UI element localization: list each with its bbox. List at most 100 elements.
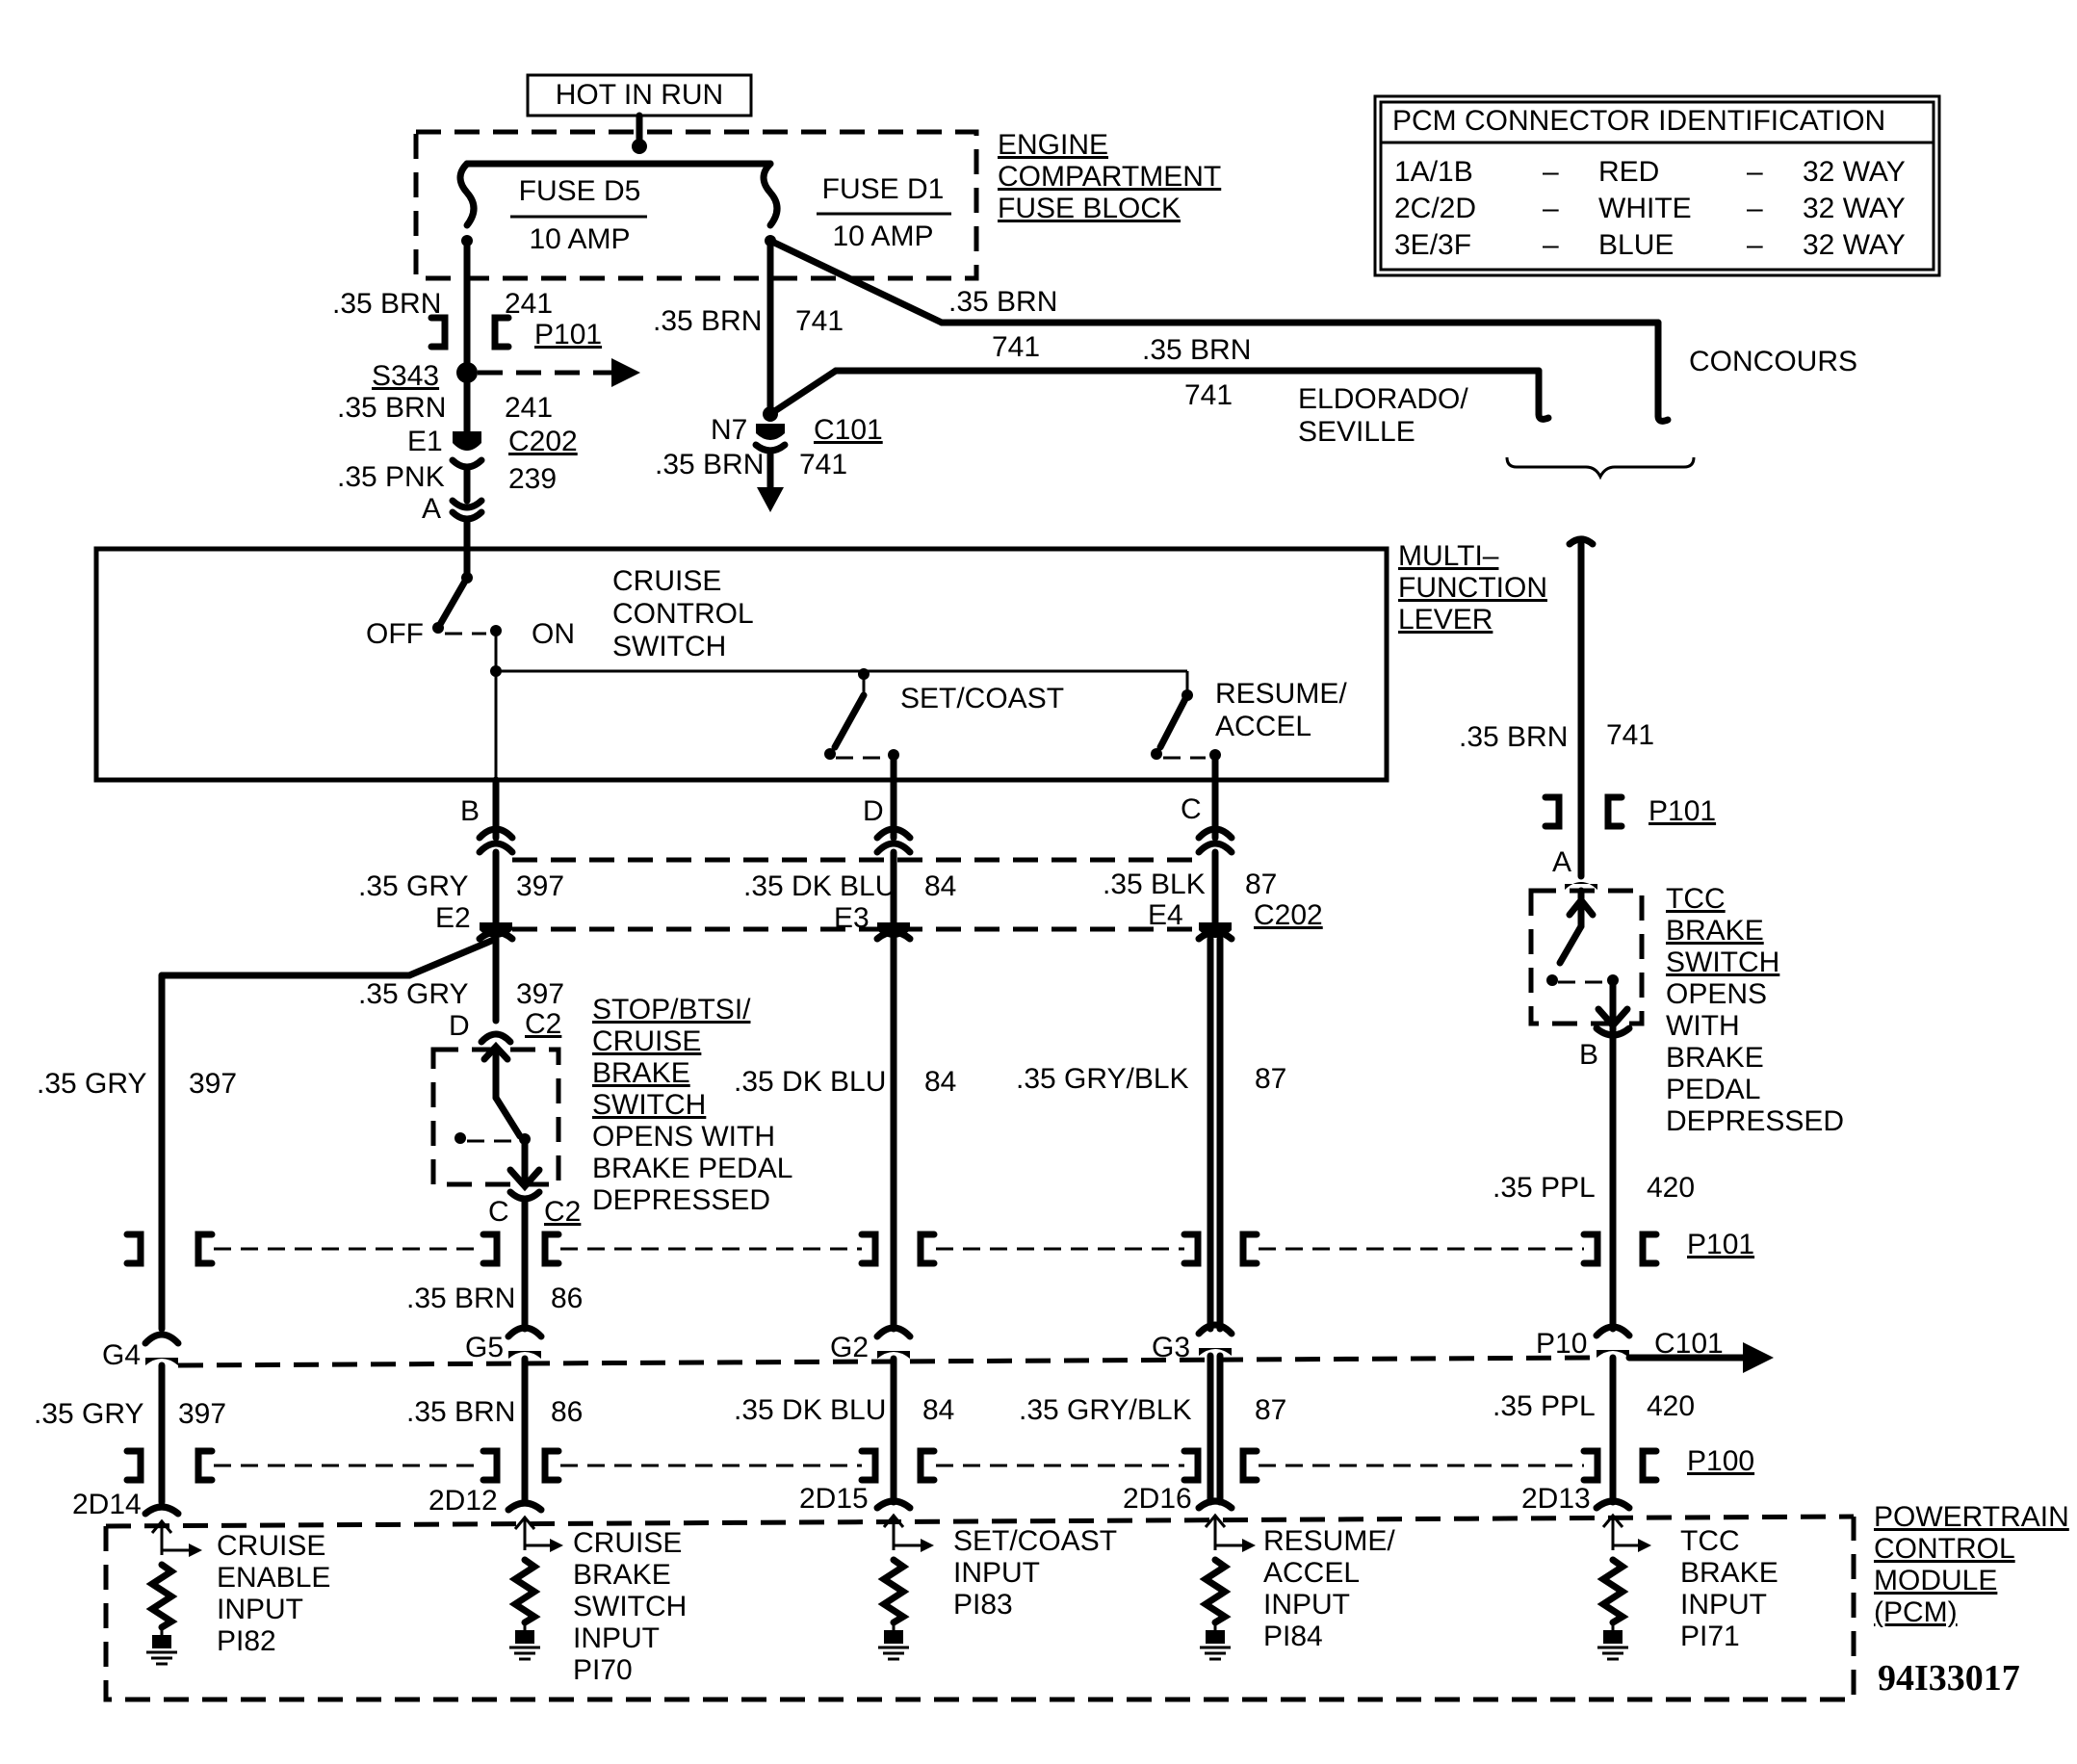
fuse-d5-rating: 10 AMP [529, 223, 630, 255]
pcm-table-title: PCM CONNECTOR IDENTIFICATION [1392, 105, 1885, 137]
pin-e2: E2 [435, 902, 471, 934]
wire-397-circuit-a: 397 [516, 870, 564, 902]
switch-on-label: ON [532, 618, 575, 650]
pcm-title-4: (PCM) [1874, 1596, 1958, 1628]
tcc-note-5: DEPRESSED [1666, 1105, 1844, 1137]
wire-87-circuit-c: 87 [1255, 1394, 1286, 1426]
pcm-input-set-coast: SET/COAST INPUT PI83 [873, 1497, 1117, 1661]
circuit-741: .35 BRN 741 .35 BRN 741 .35 BRN 741 CONC… [653, 237, 1857, 512]
mfl-title-1: MULTI– [1398, 540, 1499, 572]
wire-397-color-d: .35 GRY [34, 1398, 144, 1430]
pcm-input3-line3: PI83 [953, 1589, 1013, 1621]
pcm-title-3: MODULE [1874, 1565, 1997, 1596]
pin-g2: G2 [830, 1332, 869, 1363]
wire-86-circuit-a: 86 [551, 1283, 583, 1314]
stop-switch-note-2: BRAKE PEDAL [592, 1153, 792, 1184]
wire-741-circuit-c: 741 [1606, 719, 1654, 751]
p100-row: P100 [123, 1445, 1754, 1484]
wire-84-circuit-a: 84 [924, 870, 956, 902]
pcm-connector-table: PCM CONNECTOR IDENTIFICATION 1A/1B – RED… [1373, 94, 1941, 277]
set-coast-label: SET/COAST [900, 683, 1064, 714]
pcm-row3-pins: 3E/3F [1394, 229, 1471, 261]
mfl-title-3: LEVER [1398, 604, 1493, 636]
pcm-row3-size: 32 WAY [1803, 229, 1906, 261]
wire-239-circuit: 239 [508, 463, 557, 495]
pcm-title-1: POWERTRAIN [1874, 1501, 2069, 1533]
variant-bracket [1505, 456, 1696, 480]
tcc-note-3: BRAKE [1666, 1042, 1764, 1074]
stop-switch-title-2: CRUISE [592, 1025, 701, 1057]
wire-420-color-a: .35 PPL [1493, 1172, 1596, 1204]
wire-87-color-b: .35 GRY/BLK [1016, 1063, 1189, 1095]
fuse-block-title-2: COMPARTMENT [998, 161, 1221, 193]
multifunction-lever: MULTI– FUNCTION LEVER OFF ON CRUISE CONT… [93, 540, 1547, 809]
pcm-row3-dash2: – [1747, 229, 1763, 261]
pcm-row2-dash1: – [1543, 193, 1559, 224]
pcm-module: POWERTRAIN CONTROL MODULE (PCM) 2D14 2D1… [72, 1483, 2069, 1702]
fuse-d1-rating: 10 AMP [832, 220, 933, 252]
c202-label-mid: C202 [1254, 899, 1323, 931]
pcm-input3-line2: INPUT [953, 1557, 1040, 1589]
pcm-input2-line2: BRAKE [573, 1559, 671, 1591]
figure-id: 94I33017 [1878, 1658, 2020, 1699]
variant-eldorado-2: SEVILLE [1298, 416, 1415, 448]
wire-84-color-b: .35 DK BLU [734, 1066, 886, 1098]
pcm-row2-color: WHITE [1598, 193, 1692, 224]
pcm-input-tcc-brake: TCC BRAKE INPUT PI71 [1593, 1497, 1778, 1661]
switch-off-label: OFF [366, 618, 424, 650]
pin-e1: E1 [407, 426, 443, 457]
fuse-d1-symbol [760, 160, 781, 229]
pcm-input4-line4: PI84 [1263, 1621, 1323, 1652]
pcm-input1-line3: INPUT [217, 1594, 303, 1625]
wire-84-circuit-b: 84 [924, 1066, 956, 1098]
fuse-d5-symbol [456, 160, 478, 229]
pcm-input5-line1: TCC [1680, 1525, 1740, 1557]
splice-s343-label: S343 [372, 360, 439, 392]
tcc-title-2: BRAKE [1666, 915, 1764, 947]
pcm-input2-line3: SWITCH [573, 1591, 687, 1622]
wire-84-color-c: .35 DK BLU [734, 1394, 886, 1426]
pcm-row2-dash2: – [1747, 193, 1763, 224]
wire-741-circuit-concours: 741 [992, 331, 1040, 363]
fuse-d5-name: FUSE D5 [519, 175, 641, 207]
tcc-brake-switch: .35 BRN 741 P101 A B TCC BRAKE SWITCH OP… [1459, 535, 1844, 1333]
pcm-input4-line1: RESUME/ [1263, 1525, 1395, 1557]
wire-86-color-a: .35 BRN [406, 1283, 515, 1314]
pin-a-tcc: A [1552, 846, 1571, 878]
wire-241-color-mid: .35 BRN [337, 392, 446, 424]
wire-87-circuit-a: 87 [1245, 869, 1277, 900]
p101-label-row: P101 [1687, 1229, 1754, 1260]
pcm-row1-pins: 1A/1B [1394, 156, 1473, 188]
wire-87-color-a: .35 BLK [1103, 869, 1206, 900]
wire-420-circuit-a: 420 [1647, 1172, 1695, 1204]
fuse-d1-name: FUSE D1 [822, 173, 945, 205]
arrow-741-down [757, 487, 784, 512]
wire-397-circuit-d: 397 [178, 1398, 226, 1430]
fuse-block-title-3: FUSE BLOCK [998, 193, 1181, 224]
pcm-input4-line2: ACCEL [1263, 1557, 1360, 1589]
pcm-row1-size: 32 WAY [1803, 156, 1906, 188]
pcm-row3-color: BLUE [1598, 229, 1674, 261]
wire-741-circuit-a: 741 [795, 305, 844, 337]
pcm-row2-size: 32 WAY [1803, 193, 1906, 224]
wire-397-color-b: .35 GRY [358, 978, 469, 1010]
fuse-block: FUSE D5 10 AMP FUSE D1 10 AMP ENGINE COM… [413, 112, 1221, 281]
arrow-to-other-circuits [611, 358, 640, 387]
wire-84-color-a: .35 DK BLU [743, 870, 896, 902]
resume-label-1: RESUME/ [1215, 678, 1347, 710]
c101-row: G4 G5 G2 G3 P10 C101 [102, 1321, 1774, 1373]
pin-b: B [460, 795, 480, 827]
tcc-title-3: SWITCH [1666, 947, 1779, 978]
cruise-switch-label-2: CONTROL [612, 598, 754, 630]
wire-397-circuit-c: 397 [189, 1068, 237, 1100]
hot-in-run-box: HOT IN RUN [526, 73, 753, 117]
pcm-input2-line1: CRUISE [573, 1527, 682, 1559]
pin-2d15: 2D15 [799, 1483, 869, 1515]
pcm-row3-dash1: – [1543, 229, 1559, 261]
stop-btsi-cruise-brake-switch: STOP/BTSI/ CRUISE BRAKE SWITCH OPENS WIT… [406, 994, 792, 1333]
mfl-title-2: FUNCTION [1398, 572, 1547, 604]
variant-concours: CONCOURS [1689, 346, 1857, 377]
c2-label-top: C2 [525, 1008, 561, 1040]
wire-239-color: .35 PNK [337, 461, 445, 493]
